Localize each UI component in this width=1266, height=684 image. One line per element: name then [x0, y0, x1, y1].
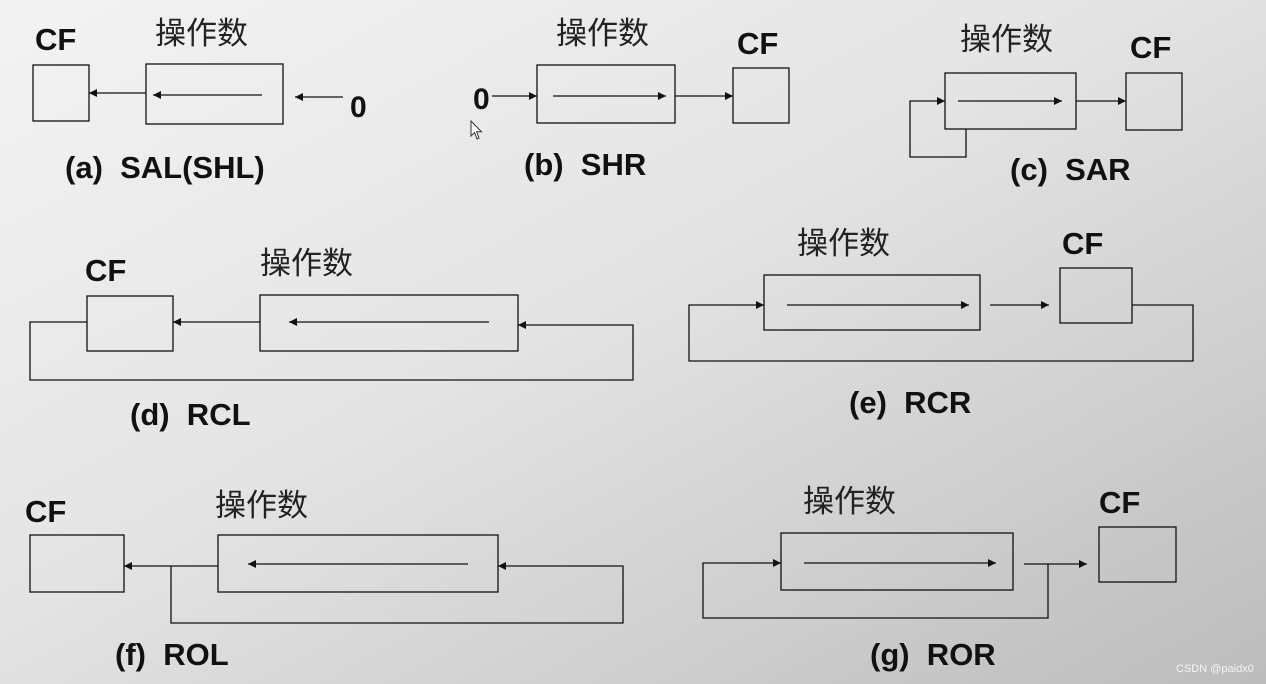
operand-register-box [536, 64, 676, 124]
operand-label: 操作数 [215, 488, 308, 524]
diagram-caption: (b) SHR [524, 147, 646, 182]
diagram-caption: (e) RCR [849, 385, 971, 420]
diagram-caption: (c) SAR [1010, 152, 1131, 187]
mouse-cursor-icon [470, 120, 483, 140]
operand-register-box [145, 63, 284, 125]
zero-input-label: 0 [350, 91, 367, 124]
operand-label: 操作数 [556, 16, 649, 52]
diagram-g-ror: 操作数 CF (g) ROR [702, 484, 1177, 672]
operand-label: 操作数 [797, 226, 890, 262]
operand-label: 操作数 [260, 246, 353, 282]
cf-label: CF [737, 26, 778, 61]
cf-flag-box [1059, 267, 1133, 324]
operand-register-box [780, 532, 1014, 591]
diagram-caption: (d) RCL [130, 397, 251, 432]
watermark: CSDN @paidx0 [1176, 663, 1254, 675]
diagram-caption: (f) ROL [115, 637, 229, 672]
msb-to-lsb-loop-arrow [170, 562, 624, 624]
operand-label: 操作数 [803, 484, 896, 520]
cf-to-msb-loop-arrow [688, 301, 1194, 362]
zero-input-label: 0 [473, 83, 490, 116]
sign-bit-feedback-arrow [909, 97, 967, 158]
cf-label: CF [85, 253, 126, 288]
diagram-d-rcl: CF 操作数 (d) RCL [29, 246, 634, 432]
operand-label: 操作数 [155, 16, 248, 52]
cf-to-lsb-loop-arrow [29, 321, 634, 381]
lsb-to-msb-loop-arrow [702, 559, 1049, 619]
cf-label: CF [1130, 30, 1171, 65]
cf-flag-box [1098, 526, 1177, 583]
cf-label: CF [1099, 485, 1140, 520]
cf-label: CF [35, 22, 76, 57]
diagram-caption: (g) ROR [870, 637, 996, 672]
diagram-a-sal-shl: CF 操作数 0 (a) SAL(SHL) [32, 16, 367, 185]
operand-register-box [763, 274, 981, 331]
diagram-e-rcr: 操作数 CF (e) RCR [688, 226, 1194, 420]
cf-label: CF [1062, 226, 1103, 261]
diagram-b-shr: 操作数 0 CF (b) SHR [473, 16, 790, 182]
diagram-c-sar: 操作数 CF (c) SAR [909, 22, 1183, 187]
diagram-f-rol: CF 操作数 (f) ROL [25, 488, 624, 672]
cf-flag-box [1125, 72, 1183, 131]
operand-label: 操作数 [960, 22, 1053, 58]
cf-label: CF [25, 494, 66, 529]
cf-flag-box [732, 67, 790, 124]
diagram-caption: (a) SAL(SHL) [65, 150, 265, 185]
